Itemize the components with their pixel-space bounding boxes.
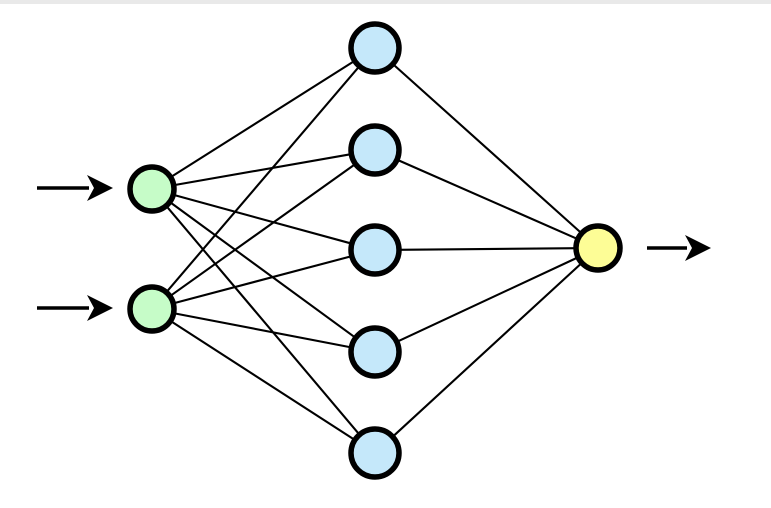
- input-arrow-2: [37, 295, 113, 321]
- edge-hidden-node-5-to-output-node-1: [390, 261, 584, 439]
- input-node-2[interactable]: [127, 284, 177, 334]
- edge-hidden-node-2-to-output-node-1: [395, 158, 580, 241]
- edge-input-node-1-to-hidden-node-5: [164, 203, 362, 437]
- arrows-group: [37, 175, 711, 321]
- edge-input-node-2-to-hidden-node-1: [164, 64, 362, 295]
- edge-input-node-1-to-hidden-node-3: [171, 193, 354, 245]
- output-arrow-1: [647, 235, 711, 261]
- hidden-node-3[interactable]: [348, 223, 402, 277]
- edge-input-node-2-to-hidden-node-5: [168, 319, 357, 442]
- edges-group: [164, 59, 584, 442]
- hidden-node-1[interactable]: [348, 21, 402, 75]
- edge-input-node-2-to-hidden-node-2: [168, 162, 358, 298]
- hidden-node-5[interactable]: [348, 426, 402, 480]
- input-arrow-2-head-icon: [87, 295, 113, 321]
- hidden-node-2[interactable]: [348, 123, 402, 177]
- edge-input-node-2-to-hidden-node-4: [171, 311, 354, 349]
- edge-input-node-2-to-hidden-node-3: [171, 254, 354, 305]
- output-arrow-1-head-icon: [685, 235, 711, 261]
- edge-hidden-node-4-to-output-node-1: [394, 255, 581, 344]
- edge-hidden-node-3-to-output-node-1: [396, 247, 579, 251]
- edge-input-node-1-to-hidden-node-1: [168, 59, 357, 179]
- edge-input-node-1-to-hidden-node-2: [171, 152, 354, 187]
- hidden-node-4[interactable]: [348, 325, 402, 379]
- input-node-1[interactable]: [127, 164, 177, 214]
- nodes-group: [127, 21, 623, 480]
- input-arrow-1: [37, 175, 113, 201]
- top-band-divider: [0, 0, 771, 4]
- edge-input-node-1-to-hidden-node-4: [167, 200, 358, 340]
- edge-hidden-node-1-to-output-node-1: [391, 62, 584, 236]
- output-node-1[interactable]: [573, 223, 623, 273]
- input-arrow-1-head-icon: [87, 175, 113, 201]
